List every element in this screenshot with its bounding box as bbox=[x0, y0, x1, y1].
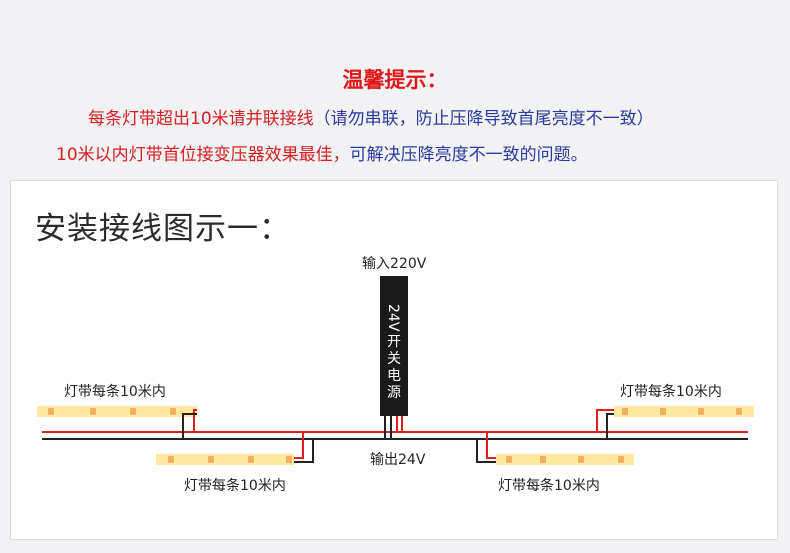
tip-line-1: 每条灯带超出10米请并联接线（请勿串联，防止压降导致首尾亮度不一致） bbox=[88, 104, 654, 129]
strip-body bbox=[156, 454, 294, 465]
tip-line-1-blue: （请勿串联，防止压降导致首尾亮度不一致） bbox=[313, 109, 654, 129]
strip-black-tap bbox=[606, 413, 614, 439]
output-label: 输出24V bbox=[370, 452, 426, 468]
led-strip-bottom-left bbox=[156, 432, 314, 465]
tip-line-2-red: 10米以内灯带首位接变压器效果最佳， bbox=[56, 145, 350, 165]
strip-leds bbox=[506, 456, 624, 463]
strip-body bbox=[496, 454, 634, 465]
psu-label-v: 24V bbox=[385, 304, 401, 332]
strip-black-tap bbox=[476, 439, 496, 463]
tip-line-2-blue: 可解决压降亮度不一致的问题。 bbox=[349, 145, 588, 165]
strip-red-tap bbox=[596, 409, 614, 432]
led-strip-top-left bbox=[37, 406, 197, 439]
tip-line-2: 10米以内灯带首位接变压器效果最佳，可解决压降亮度不一致的问题。 bbox=[56, 140, 588, 165]
strip-red-tap bbox=[193, 409, 197, 432]
psu-label: 开关电源 bbox=[387, 334, 401, 401]
strip-black-tap bbox=[182, 413, 197, 439]
strip-body bbox=[37, 406, 197, 417]
strip-label-top-left: 灯带每条10米内 bbox=[64, 383, 166, 400]
strip-label-bottom-right: 灯带每条10米内 bbox=[498, 477, 600, 494]
strip-leds bbox=[48, 408, 176, 415]
strip-label-top-right: 灯带每条10米内 bbox=[620, 383, 722, 400]
strip-leds bbox=[168, 456, 292, 463]
strip-body bbox=[614, 406, 754, 417]
diagram-title: 安装接线图示一： bbox=[35, 211, 291, 247]
led-strip-top-right bbox=[596, 406, 754, 439]
tip-title: 温馨提示： bbox=[342, 68, 448, 92]
led-strip-bottom-right bbox=[476, 432, 634, 465]
psu-box bbox=[380, 276, 408, 416]
strip-label-bottom-left: 灯带每条10米内 bbox=[184, 477, 286, 494]
tip-line-1-red: 每条灯带超出10米请并联接线 bbox=[88, 109, 314, 129]
strip-red-tap bbox=[294, 432, 304, 459]
strip-black-tap bbox=[294, 439, 314, 463]
strip-leds bbox=[622, 408, 742, 415]
strip-red-tap bbox=[486, 432, 496, 459]
input-label: 输入220V bbox=[362, 256, 427, 272]
